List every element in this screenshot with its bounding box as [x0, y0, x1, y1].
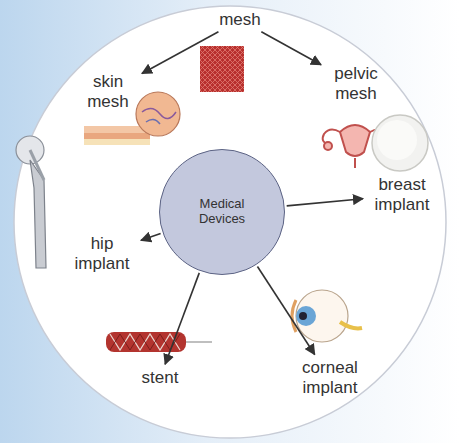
arrow-connector [141, 233, 161, 240]
device-label: breast implant [367, 175, 437, 214]
arrow-connector [261, 32, 321, 65]
node-text: stent [130, 368, 190, 388]
hip-implant-icon [16, 136, 46, 268]
eye-icon [292, 290, 362, 342]
device-label: corneal implant [291, 358, 369, 397]
arrow-connector [165, 273, 199, 364]
stent-icon [106, 332, 212, 352]
arrow-connector [257, 266, 314, 354]
node-text: skin mesh [78, 72, 138, 111]
mesh-label: mesh [205, 10, 275, 30]
node-text: hip implant [67, 234, 137, 273]
arrow-connector [142, 32, 218, 74]
device-label: stent [130, 368, 190, 388]
node-text: mesh [205, 10, 275, 30]
node-text: corneal implant [291, 358, 369, 397]
device-label: pelvic mesh [325, 64, 387, 103]
node-text: Medical Devices [180, 197, 264, 227]
node-text: breast implant [367, 175, 437, 214]
device-label: skin mesh [78, 72, 138, 111]
arrow-connector [287, 199, 363, 206]
device-label: hip implant [67, 234, 137, 273]
center-circle: Medical Devices [159, 149, 285, 275]
breast-implant-icon [372, 115, 428, 171]
mesh-icon [200, 46, 244, 92]
outer-circle [14, 6, 446, 438]
node-text: pelvic mesh [325, 64, 387, 103]
